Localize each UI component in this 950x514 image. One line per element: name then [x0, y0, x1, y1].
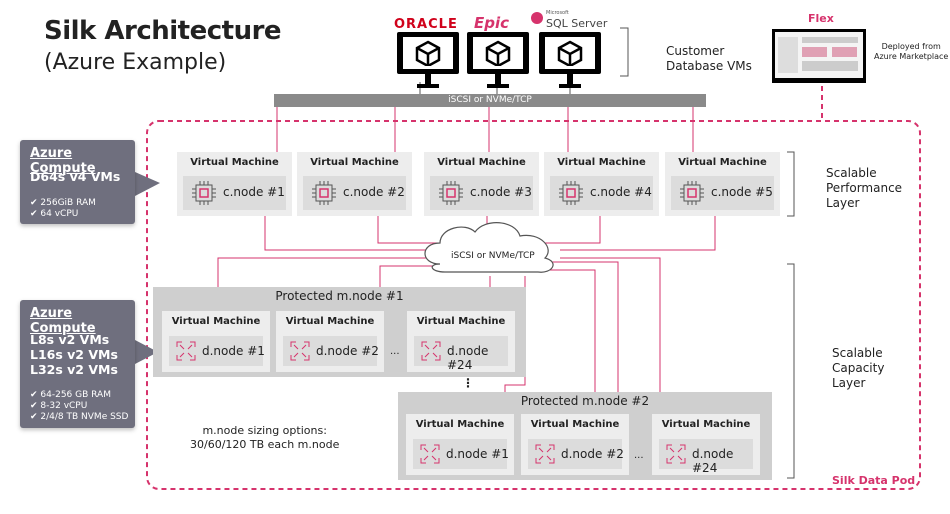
sql-server-logo-small: Microsoft [546, 10, 569, 16]
d-node-label: d.node #1 [202, 344, 265, 358]
callout-arrow-bottom [135, 340, 158, 364]
callout-arrow-top [135, 172, 160, 196]
sizing-note: m.node sizing options:30/60/120 TB each … [190, 424, 340, 451]
d-node-label: d.node #2 [316, 344, 379, 358]
c-node-label: c.node #2 [343, 185, 405, 199]
c-node-label: c.node #5 [711, 185, 773, 199]
d-node-vm: Virtual Machine d.node #2 [521, 414, 629, 475]
c-node-label: c.node #3 [470, 185, 532, 199]
azure-compute-heading: Azure Compute [30, 146, 96, 176]
epic-logo: Epic [474, 14, 510, 32]
chip-icon [680, 181, 704, 205]
c-node-vm: Virtual Machine c.node #4 [544, 152, 659, 216]
d-node-vm: Virtual Machine d.node #24 [407, 311, 515, 372]
expand-icon [421, 341, 441, 361]
network-cloud [424, 222, 554, 273]
ellipsis: ... [634, 450, 644, 461]
vm-type-list: L8s v2 VMs L16s v2 VMs L32s v2 VMs [30, 332, 118, 377]
expand-icon [176, 341, 196, 361]
top-network-bus: iSCSI or NVMe/TCP [274, 94, 706, 107]
expand-icon [535, 444, 555, 464]
chip-icon [439, 181, 463, 205]
silk-data-pod-border [146, 120, 921, 490]
vm-label: Virtual Machine [661, 419, 751, 430]
chip-icon [312, 181, 336, 205]
vm-label: Virtual Machine [678, 157, 767, 168]
chip-icon [559, 181, 583, 205]
flex-title: Flex [808, 12, 834, 25]
flex-monitor [772, 29, 866, 83]
expand-icon [666, 444, 686, 464]
d-node-vm: Virtual Machine d.node #1 [406, 414, 514, 475]
cube-icon [415, 40, 441, 66]
expand-icon [290, 341, 310, 361]
azure-compute-heading: Azure Compute [30, 306, 96, 336]
database-vm-monitor [467, 32, 529, 74]
ellipsis: ... [390, 346, 400, 357]
oracle-logo: ORACLE [394, 17, 458, 32]
azure-compute-top-box: Azure Compute D64s v4 VMs ✔ 256GiB RAM ✔… [20, 140, 135, 224]
expand-icon [420, 444, 440, 464]
sql-server-logo-icon [531, 12, 543, 24]
c-node-vm: Virtual Machine c.node #2 [297, 152, 412, 216]
cloud-label: iSCSI or NVMe/TCP [451, 251, 535, 261]
vertical-ellipsis: ⋮ [462, 376, 474, 390]
d-node-vm: Virtual Machine d.node #1 [162, 311, 270, 372]
vm-label: Virtual Machine [171, 316, 261, 327]
vm-type: D64s v4 VMs [30, 169, 121, 184]
d-node-vm: Virtual Machine d.node #24 [652, 414, 760, 475]
page-subtitle: (Azure Example) [44, 50, 227, 75]
c-node-vm: Virtual Machine c.node #5 [665, 152, 780, 216]
vm-label: Virtual Machine [415, 419, 505, 430]
vm-label: Virtual Machine [190, 157, 279, 168]
c-node-label: c.node #4 [590, 185, 652, 199]
cube-icon [557, 40, 583, 66]
database-vm-monitor [397, 32, 459, 74]
database-vm-monitor [539, 32, 601, 74]
d-node-vm: Virtual Machine d.node #2 [276, 311, 384, 372]
c-node-vm: Virtual Machine c.node #1 [177, 152, 292, 216]
d-node-label: d.node #2 [561, 447, 624, 461]
c-node-vm: Virtual Machine c.node #3 [424, 152, 539, 216]
c-node-label: c.node #1 [223, 185, 285, 199]
vm-label: Virtual Machine [310, 157, 399, 168]
silk-data-pod-label: Silk Data Pod [832, 474, 916, 487]
m-node-title: Protected m.node #2 [520, 394, 650, 408]
azure-compute-bottom-box: Azure Compute L8s v2 VMs L16s v2 VMs L32… [20, 300, 135, 428]
d-node-label: d.node #24 [447, 344, 489, 372]
vm-label: Virtual Machine [437, 157, 526, 168]
vm-label: Virtual Machine [557, 157, 646, 168]
d-node-label: d.node #1 [446, 447, 509, 461]
chip-icon [192, 181, 216, 205]
spec-list: ✔ 64-256 GB RAM ✔ 8-32 vCPU ✔ 2/4/8 TB N… [30, 390, 129, 422]
sql-server-logo: SQL Server [546, 17, 608, 30]
vm-label: Virtual Machine [530, 419, 620, 430]
spec-list: ✔ 256GiB RAM ✔ 64 vCPU [30, 198, 96, 219]
m-node-title: Protected m.node #1 [275, 289, 404, 303]
vm-label: Virtual Machine [285, 316, 375, 327]
cube-icon [485, 40, 511, 66]
d-node-label: d.node #24 [692, 447, 734, 475]
vm-label: Virtual Machine [416, 316, 506, 327]
page-title: Silk Architecture [44, 16, 282, 46]
